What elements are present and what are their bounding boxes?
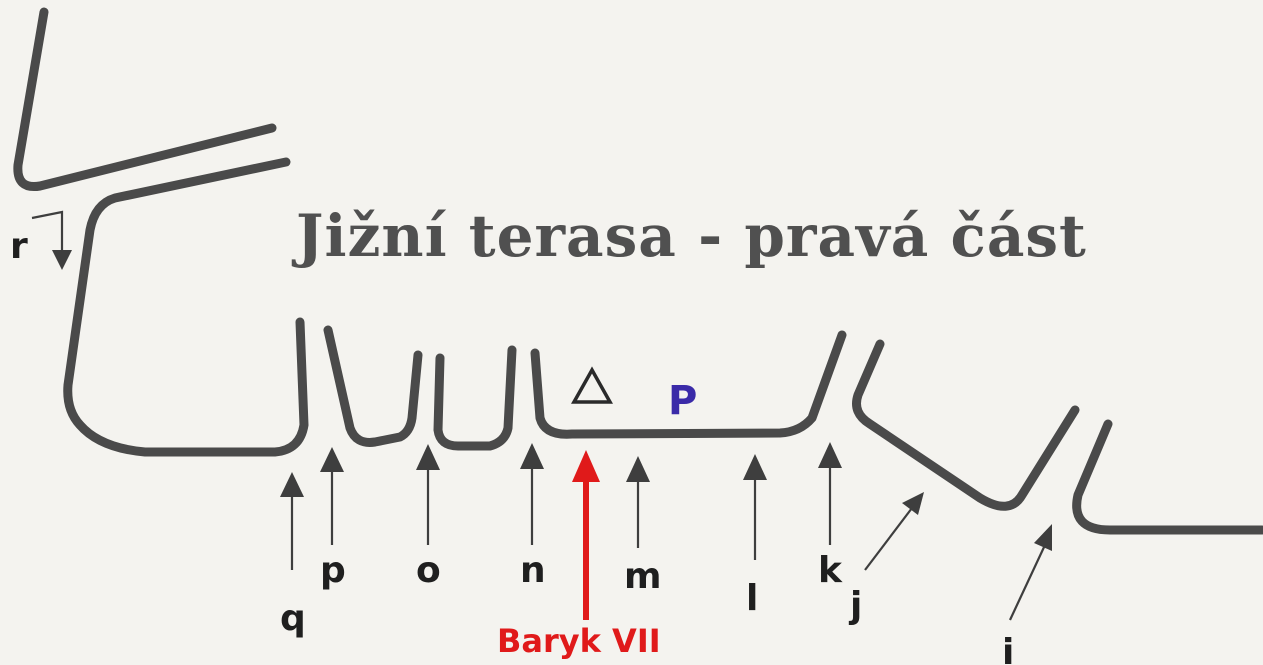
route-n-arrow xyxy=(520,443,544,545)
route-i-label: i xyxy=(1002,632,1014,665)
route-o-label: o xyxy=(416,550,441,591)
highlight-label: Baryk VII xyxy=(497,622,661,660)
route-l-arrow xyxy=(743,454,767,560)
diagram-title: Jižní terasa - pravá část xyxy=(291,202,1087,270)
route-j-arrow xyxy=(864,492,924,571)
triangle-mark xyxy=(571,366,613,404)
route-r-label: r xyxy=(10,226,28,267)
route-i-arrow xyxy=(1009,524,1052,621)
highlight-arrow xyxy=(572,450,600,620)
p-mark: P xyxy=(668,378,697,424)
route-r-arrow xyxy=(31,210,72,270)
route-q-label: q xyxy=(280,598,306,639)
route-k-label: k xyxy=(818,550,843,591)
route-n-label: n xyxy=(520,550,546,591)
route-k-arrow xyxy=(818,442,842,545)
route-l-label: l xyxy=(746,578,758,619)
route-p-label: p xyxy=(320,550,346,591)
route-j-label: j xyxy=(848,585,862,626)
terrace-outline xyxy=(13,7,1263,535)
route-q-arrow xyxy=(280,472,304,570)
route-o-arrow xyxy=(416,444,440,545)
route-m-arrow xyxy=(626,456,650,548)
route-p-arrow xyxy=(320,447,344,545)
route-m-label: m xyxy=(624,556,662,597)
